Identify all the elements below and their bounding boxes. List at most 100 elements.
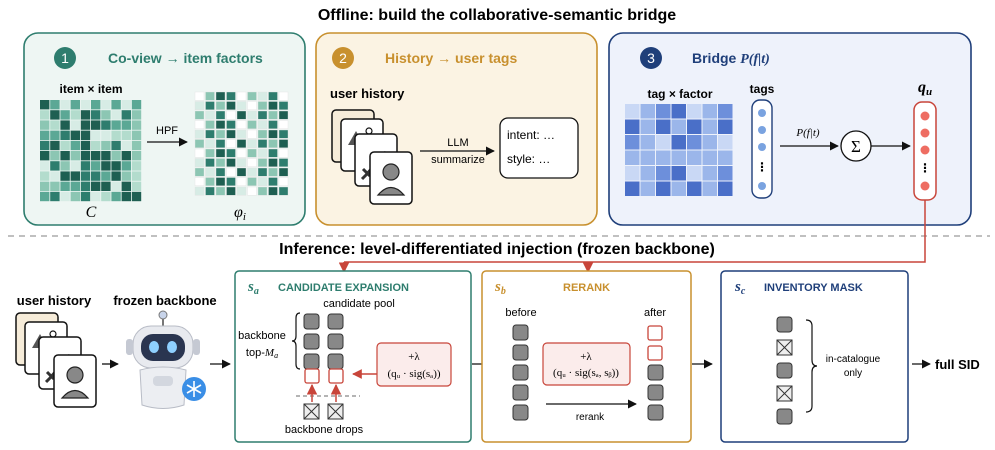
factor-cell: [247, 167, 257, 177]
factor-cell: [236, 129, 247, 139]
coview-cell: [111, 100, 121, 110]
tag-factor-cell: [640, 181, 655, 196]
panel-2-user-history-label: user history: [330, 86, 405, 101]
coview-cell: [111, 140, 121, 151]
factor-cell: [215, 177, 226, 187]
tag-factor-cell: [687, 119, 702, 134]
stage-b-symbol: sb: [494, 279, 506, 297]
step-2-number: 2: [339, 50, 347, 66]
c-label: C: [86, 204, 97, 221]
tag-factor-cell: [702, 181, 717, 196]
factor-cell: [278, 148, 289, 158]
injected-item: [328, 368, 344, 384]
stage-b-formula-box: [542, 342, 631, 386]
tag-factor-cell: [640, 150, 655, 165]
factor-cell: [257, 101, 268, 111]
coview-cell: [80, 140, 91, 151]
factor-cell: [268, 167, 278, 177]
candidate-item: [327, 353, 344, 370]
factor-cell: [226, 110, 236, 120]
sum-symbol: Σ: [851, 137, 861, 156]
tag-factor-cell: [625, 150, 640, 165]
factor-cell: [194, 120, 205, 130]
coview-cell: [60, 110, 70, 120]
coview-cell: [50, 120, 60, 130]
candidate-item: [776, 408, 793, 425]
coview-cell: [70, 130, 80, 140]
coview-cell: [70, 100, 80, 110]
tag-factor-cell: [702, 135, 717, 150]
coview-cell: [40, 161, 50, 171]
coview-cell: [50, 110, 60, 120]
factor-cell: [205, 167, 215, 177]
coview-cell: [80, 171, 91, 181]
offline-title: Offline: build the collaborative-semanti…: [318, 7, 676, 24]
coview-cell: [101, 100, 111, 110]
factor-cell: [226, 129, 236, 139]
coview-cell: [60, 171, 70, 181]
tag-factor-cell: [702, 104, 717, 119]
coview-cell: [121, 100, 131, 110]
inventory-brace: [805, 319, 818, 413]
candidate-item: [303, 353, 320, 370]
candidate-item: [512, 324, 529, 341]
coview-cell: [101, 120, 111, 130]
tag-factor-cell: [671, 166, 686, 181]
stage-a-formula: (qᵤ · sig(sₐ)): [387, 368, 440, 380]
factor-cell: [257, 110, 268, 120]
tag-factor-cell: [671, 104, 686, 119]
coview-cell: [60, 151, 70, 161]
factor-cell: [194, 129, 205, 139]
injected-item: [647, 345, 663, 361]
coview-cell: [131, 130, 142, 140]
candidate-item: [776, 362, 793, 379]
style-tag: style: …: [507, 152, 550, 166]
factor-cell: [194, 91, 205, 101]
item-factor-matrix: [194, 91, 289, 196]
factor-cell: [257, 158, 268, 168]
coview-cell: [131, 181, 142, 191]
factor-cell: [278, 110, 289, 120]
full-sid-label: full SID: [935, 357, 980, 372]
history-card-stack: [331, 109, 413, 205]
coview-cell: [91, 140, 101, 151]
coview-cell: [40, 151, 50, 161]
coview-cell: [60, 181, 70, 191]
backbone-label: backbone: [238, 330, 286, 342]
factor-cell: [226, 139, 236, 149]
coview-cell: [80, 181, 91, 191]
stage-a-formula-lambda: +λ: [408, 351, 420, 363]
tag-factor-cell: [687, 181, 702, 196]
factor-cell: [268, 129, 278, 139]
candidate-item: [303, 313, 320, 330]
coview-cell: [91, 110, 101, 120]
topm-brace: [291, 312, 301, 370]
coview-cell: [131, 110, 142, 120]
frozen-backbone-label: frozen backbone: [113, 293, 216, 308]
factor-cell: [215, 158, 226, 168]
coview-cell: [80, 130, 91, 140]
tag-factor-cell: [687, 166, 702, 181]
tag-factor-cell: [656, 119, 671, 134]
factor-cell: [236, 110, 247, 120]
factor-cell: [215, 148, 226, 158]
tags-ellipsis: ⋮: [756, 160, 768, 174]
stage-c-box: [720, 270, 909, 443]
coview-cell: [50, 191, 60, 202]
coview-cell: [50, 181, 60, 191]
qu-ellipsis: ⋮: [919, 161, 931, 175]
factor-cell: [268, 91, 278, 101]
coview-cell: [50, 100, 60, 110]
coview-cell: [91, 120, 101, 130]
coview-cell: [80, 110, 91, 120]
tag-factor-cell: [687, 150, 702, 165]
factor-cell: [278, 101, 289, 111]
factor-cell: [257, 120, 268, 130]
factor-cell: [194, 139, 205, 149]
factor-cell: [205, 91, 215, 101]
factor-cell: [215, 91, 226, 101]
coview-cell: [40, 110, 50, 120]
tag-factor-cell: [671, 150, 686, 165]
after-label: after: [644, 307, 666, 319]
factor-cell: [247, 177, 257, 187]
